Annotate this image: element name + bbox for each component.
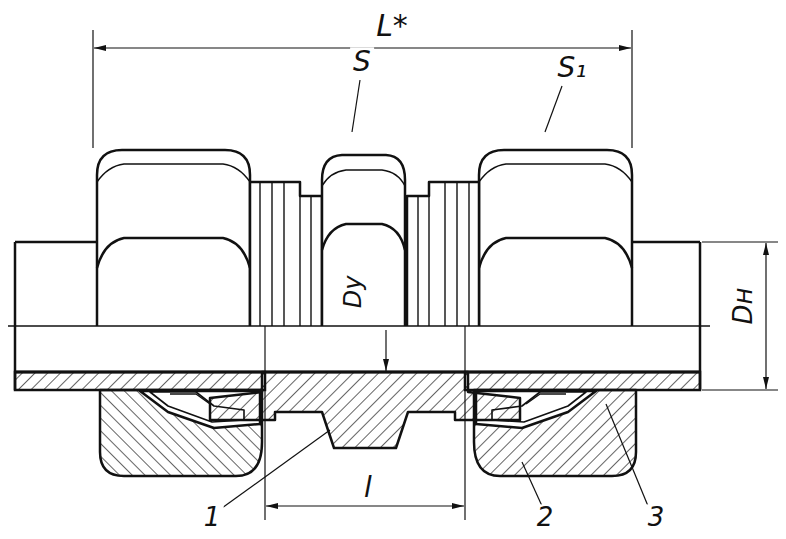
dimension-label: Dн	[730, 284, 757, 327]
callout-number: 2	[534, 504, 557, 531]
dimension-label: l	[361, 473, 375, 502]
dimension-label: Dу	[341, 273, 366, 312]
dimension-label: L*	[373, 10, 411, 42]
dimension-label: S₁	[555, 53, 590, 82]
dimension-label: S	[350, 47, 374, 76]
callout-number: 3	[645, 504, 668, 531]
callout-number: 1	[201, 504, 224, 531]
